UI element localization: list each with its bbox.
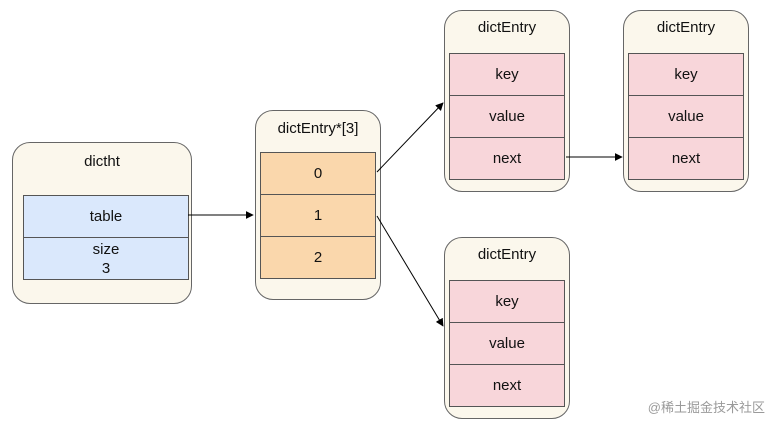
bucket-slot-2: 2 (260, 236, 376, 279)
entry-next-field: next (628, 137, 744, 180)
bucket-slot-1: 1 (260, 194, 376, 237)
entry-value-label: value (489, 108, 525, 125)
dictht-title: dictht (84, 153, 120, 170)
entry-value-label: value (668, 108, 704, 125)
bucket-array: dictEntry*[3] 0 1 2 (255, 110, 381, 300)
dict-entry-title: dictEntry (477, 19, 537, 36)
dictht-size-field: size 3 (23, 237, 189, 280)
dict-entry-a: dictEntry key value next (444, 10, 570, 192)
entry-key-label: key (674, 66, 698, 83)
entry-value-field: value (449, 95, 565, 138)
entry-key-field: key (449, 53, 565, 96)
watermark: @稀土掘金技术社区 (647, 400, 765, 415)
dict-entry-c: dictEntry key value next (444, 237, 570, 419)
entry-value-field: value (628, 95, 744, 138)
bucket-array-title: dictEntry*[3] (277, 120, 359, 137)
bucket-slot-0: 0 (260, 152, 376, 195)
entry-value-label: value (489, 335, 525, 352)
bucket-slot-label: 1 (313, 207, 323, 224)
entry-next-label: next (492, 150, 522, 167)
dictht-struct: dictht table size 3 (12, 142, 192, 304)
dictht-table-label: table (89, 208, 123, 225)
slot1-to-entry-arrow (376, 215, 444, 327)
dictht-size-label: size (92, 240, 120, 258)
entry-next-field: next (449, 137, 565, 180)
entry-key-label: key (495, 66, 519, 83)
entry-next-label: next (671, 150, 701, 167)
entry-next-field: next (449, 364, 565, 407)
dict-entry-b: dictEntry key value next (623, 10, 749, 192)
dict-entry-title: dictEntry (656, 19, 716, 36)
bucket-slot-label: 2 (313, 249, 323, 266)
entry-value-field: value (449, 322, 565, 365)
entry-key-label: key (495, 293, 519, 310)
slot0-to-entry-arrow (376, 102, 444, 173)
bucket-slot-label: 0 (313, 165, 323, 182)
dictht-size-value: 3 (101, 259, 111, 277)
dict-entry-title: dictEntry (477, 246, 537, 263)
entry-next-label: next (492, 377, 522, 394)
